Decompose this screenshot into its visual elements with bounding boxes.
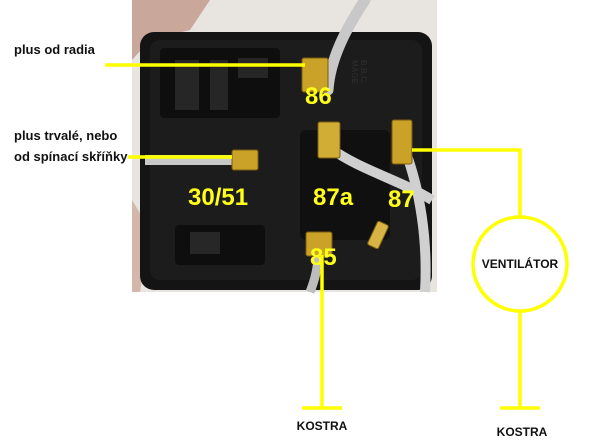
terminal-85 xyxy=(305,231,333,257)
relay-rib-2 xyxy=(210,60,228,110)
annotation-lines xyxy=(105,63,569,410)
label-plus-trvale-line2: od spínací skříňky xyxy=(14,149,128,164)
label-plus-od-radia: plus od radia xyxy=(14,42,96,57)
relay-photo: MAGE B.B.C. xyxy=(132,0,437,294)
relay-rib-1 xyxy=(175,60,199,110)
pin-label-85: 85 xyxy=(310,244,337,271)
label-plus-trvale-line1: plus trvalé, nebo xyxy=(14,128,117,143)
terminal-86 xyxy=(301,57,329,93)
relay-stamp: MAGE B.B.C. xyxy=(350,60,368,85)
fan-symbol xyxy=(471,215,569,313)
pin-label-87a: 87a xyxy=(313,184,354,211)
pin-label-87: 87 xyxy=(388,186,415,213)
wire-85 xyxy=(305,254,323,294)
terminal-87 xyxy=(391,119,413,165)
pin-label-86: 86 xyxy=(305,83,332,110)
line-87-to-fan xyxy=(412,148,522,217)
terminal-30-51 xyxy=(231,149,259,171)
terminal-extra xyxy=(367,220,389,250)
ground-label-left: KOSTRA xyxy=(297,419,348,433)
wire-86 xyxy=(322,0,371,96)
relay-rib-3 xyxy=(238,58,268,78)
pin-label-30-51: 30/51 xyxy=(188,184,248,211)
relay-rib-4 xyxy=(190,232,220,254)
ground-label-right: KOSTRA xyxy=(497,425,548,439)
photo-skin xyxy=(132,0,210,60)
relay-stamp-line1: MAGE xyxy=(350,60,359,85)
fan-label: VENTILÁTOR xyxy=(482,256,559,271)
relay-stamp-line2: B.B.C. xyxy=(359,60,368,84)
terminal-87a xyxy=(317,121,341,159)
